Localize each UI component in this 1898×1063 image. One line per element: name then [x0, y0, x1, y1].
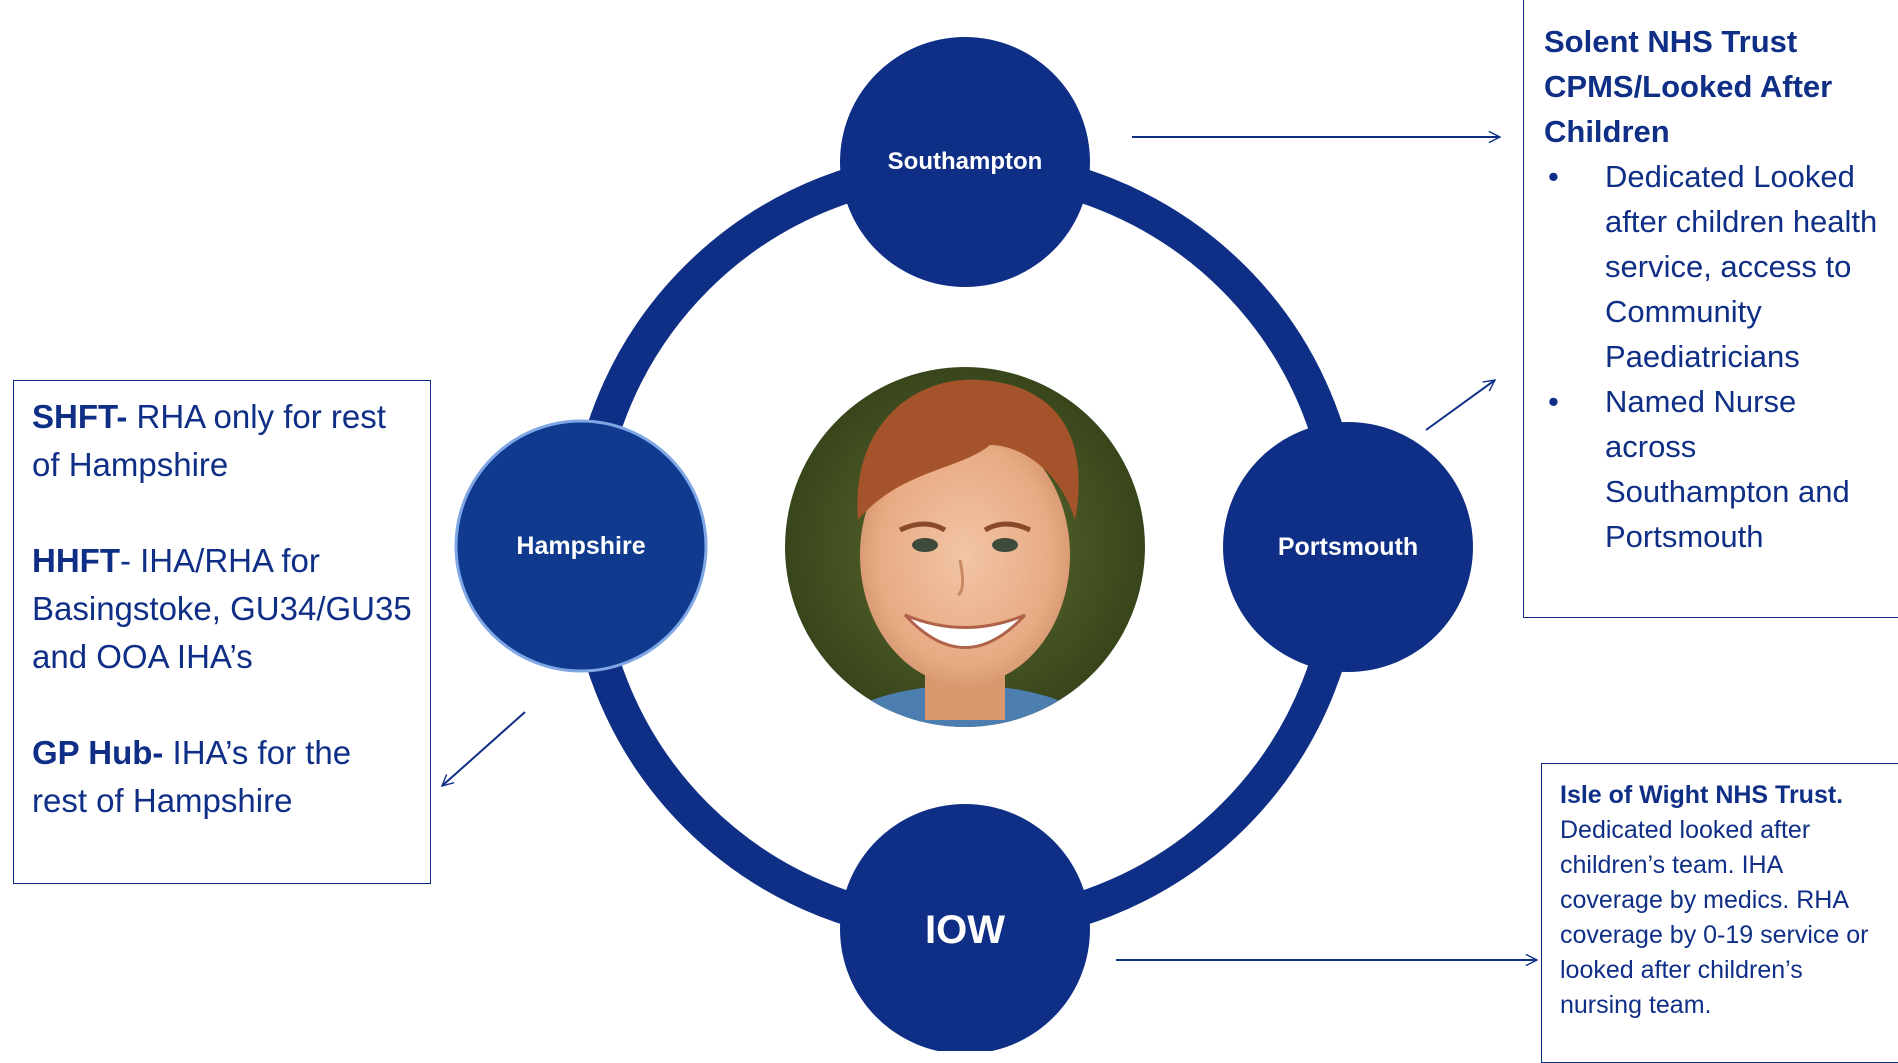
hhft-line: HHFT- IHA/RHA for Basingstoke, GU34/GU35…: [32, 537, 412, 681]
iow-services-box: Isle of Wight NHS Trust. Dedicated looke…: [1541, 763, 1898, 1063]
shft-label: SHFT-: [32, 398, 128, 435]
arrow-portsmouth: [1425, 380, 1495, 431]
shft-line: SHFT- RHA only for rest of Hampshire: [32, 393, 412, 489]
solent-title: Solent NHS Trust CPMS/Looked After Child…: [1544, 24, 1833, 149]
node-label-iow: IOW: [925, 907, 1005, 952]
shft-text: RHA only for rest of Hampshire: [32, 398, 386, 483]
gp-hub-text: IHA’s for the rest of Hampshire: [32, 734, 352, 819]
solent-services-box: Solent NHS Trust CPMS/Looked After Child…: [1523, 0, 1898, 618]
solent-bullet: Dedicated Looked after children health s…: [1544, 154, 1884, 379]
arrow-hampshire: [442, 711, 526, 786]
hhft-label: HHFT: [32, 542, 120, 579]
solent-bullet: Named Nurse across Southampton and Ports…: [1544, 379, 1884, 559]
solent-bullet-list: Dedicated Looked after children health s…: [1544, 154, 1884, 559]
hhft-text: - IHA/RHA for Basingstoke, GU34/GU35 and…: [32, 542, 412, 675]
node-label-southampton: Southampton: [887, 148, 1043, 175]
node-iow: [840, 804, 1090, 1051]
center-photo: [785, 367, 1145, 727]
hampshire-services-box: SHFT- RHA only for rest of Hampshire HHF…: [13, 380, 431, 884]
node-label-hampshire: Hampshire: [516, 531, 646, 560]
node-hampshire: [454, 419, 708, 673]
node-label-portsmouth: Portsmouth: [1277, 532, 1419, 561]
gp-hub-label: GP Hub-: [32, 734, 164, 771]
iow-box-title: Isle of Wight NHS Trust.: [1560, 781, 1844, 809]
node-southampton: [840, 37, 1090, 287]
iow-box-text: Dedicated looked after children’s team. …: [1560, 816, 1869, 1019]
node-portsmouth: [1223, 422, 1473, 672]
gp-hub-line: GP Hub- IHA’s for the rest of Hampshire: [32, 729, 412, 825]
